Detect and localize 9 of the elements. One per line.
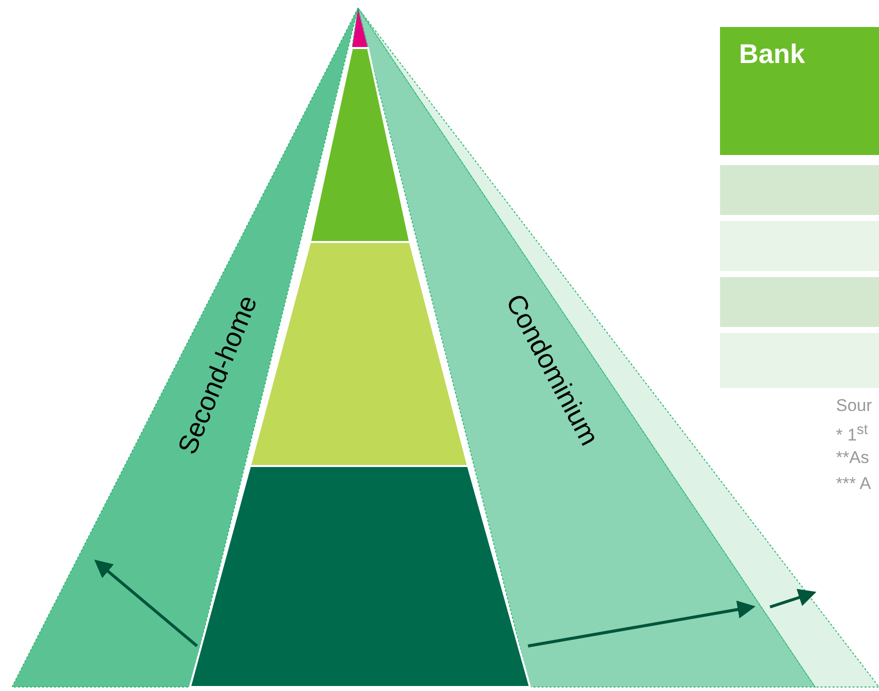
pyramid-face — [12, 8, 358, 687]
table-header: Bank — [720, 27, 879, 155]
footnote: * 1$^{st}$ — [836, 422, 868, 446]
pyramid-layer — [190, 466, 530, 687]
footnote: Sour — [836, 396, 872, 416]
footnote: **As — [836, 448, 870, 468]
pyramid-layer — [310, 48, 410, 242]
pyramid-tip — [352, 8, 368, 48]
footnote: *** A — [836, 474, 871, 494]
